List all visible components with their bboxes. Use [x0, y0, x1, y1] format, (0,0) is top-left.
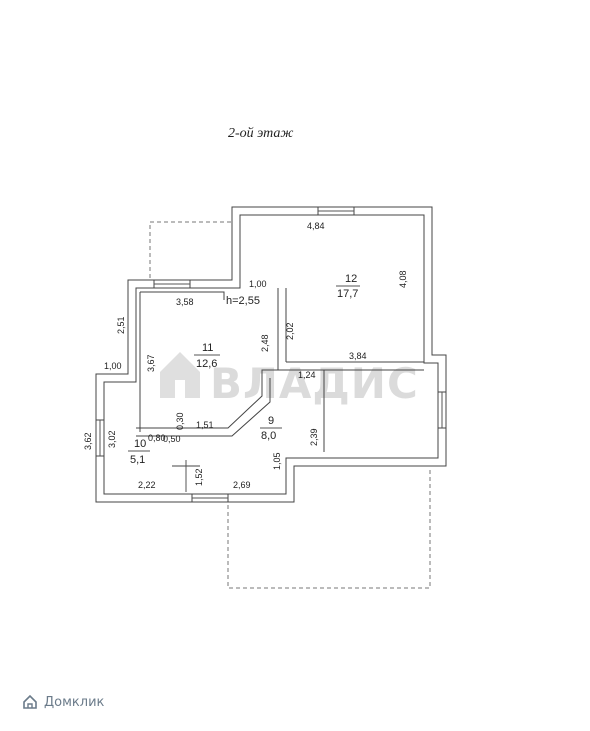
exterior-wall-inner — [103, 214, 439, 495]
dim-2-22: 2,22 — [138, 480, 156, 490]
room-12-number: 12 — [345, 273, 357, 285]
dim-2-02: 2,02 — [285, 322, 295, 340]
terrace-bottom-outline — [227, 470, 431, 589]
window-room11-top — [153, 279, 191, 289]
dim-1-05: 1,05 — [272, 452, 282, 470]
watermark-house-icon — [160, 352, 200, 398]
exterior-wall-outer — [95, 206, 447, 503]
dim-2-51: 2,51 — [116, 316, 126, 334]
room-12-area: 17,7 — [337, 288, 358, 300]
watermark: ВЛАДИС — [160, 352, 419, 408]
dim-0-30: 0,30 — [175, 412, 185, 430]
window-top — [317, 206, 355, 216]
wall-room11-right — [277, 288, 287, 370]
dim-2-69: 2,69 — [233, 480, 251, 490]
dim-3-58: 3,58 — [176, 297, 194, 307]
dim-1-00-top: 1,00 — [249, 279, 267, 289]
dim-1-24: 1,24 — [298, 370, 316, 380]
dim-0-50: 0,50 — [163, 434, 181, 444]
dim-1-51: 1,51 — [196, 420, 214, 430]
room-10-number: 10 — [134, 438, 146, 450]
wall-room11-bottom — [136, 369, 286, 437]
dim-3-62: 3,62 — [83, 432, 93, 450]
room-9-number: 9 — [268, 415, 274, 427]
window-right — [437, 391, 447, 429]
wall-room12-bottom — [286, 361, 424, 371]
dim-2-48: 2,48 — [260, 334, 270, 352]
dim-3-67: 3,67 — [146, 354, 156, 372]
dim-4-08: 4,08 — [398, 270, 408, 288]
room-11-number: 11 — [202, 342, 213, 354]
window-bottom — [191, 493, 229, 503]
footer-brand-text: Домклик — [44, 694, 105, 710]
ceiling-height: h=2,55 — [226, 295, 260, 307]
dim-3-84: 3,84 — [349, 351, 367, 361]
window-left — [95, 419, 105, 457]
domclick-logo-icon — [23, 694, 37, 709]
dim-3-02: 3,02 — [107, 430, 117, 448]
dim-0-80: 0,80 — [148, 433, 166, 443]
balcony-top-outline — [149, 221, 232, 278]
watermark-text: ВЛАДИС — [210, 359, 419, 408]
room-10-area: 5,1 — [130, 454, 145, 466]
room-11-area: 12,6 — [196, 358, 217, 370]
dim-1-52: 1,52 — [194, 468, 204, 486]
dim-2-39: 2,39 — [309, 428, 319, 446]
dim-4-84: 4,84 — [307, 221, 325, 231]
wall-room11-top-inner — [140, 291, 225, 300]
footer-brand: Домклик — [22, 694, 104, 710]
dim-1-00-left: 1,00 — [104, 361, 122, 371]
floor-title: 2-ой этаж — [228, 126, 293, 141]
room-9-area: 8,0 — [261, 430, 276, 442]
